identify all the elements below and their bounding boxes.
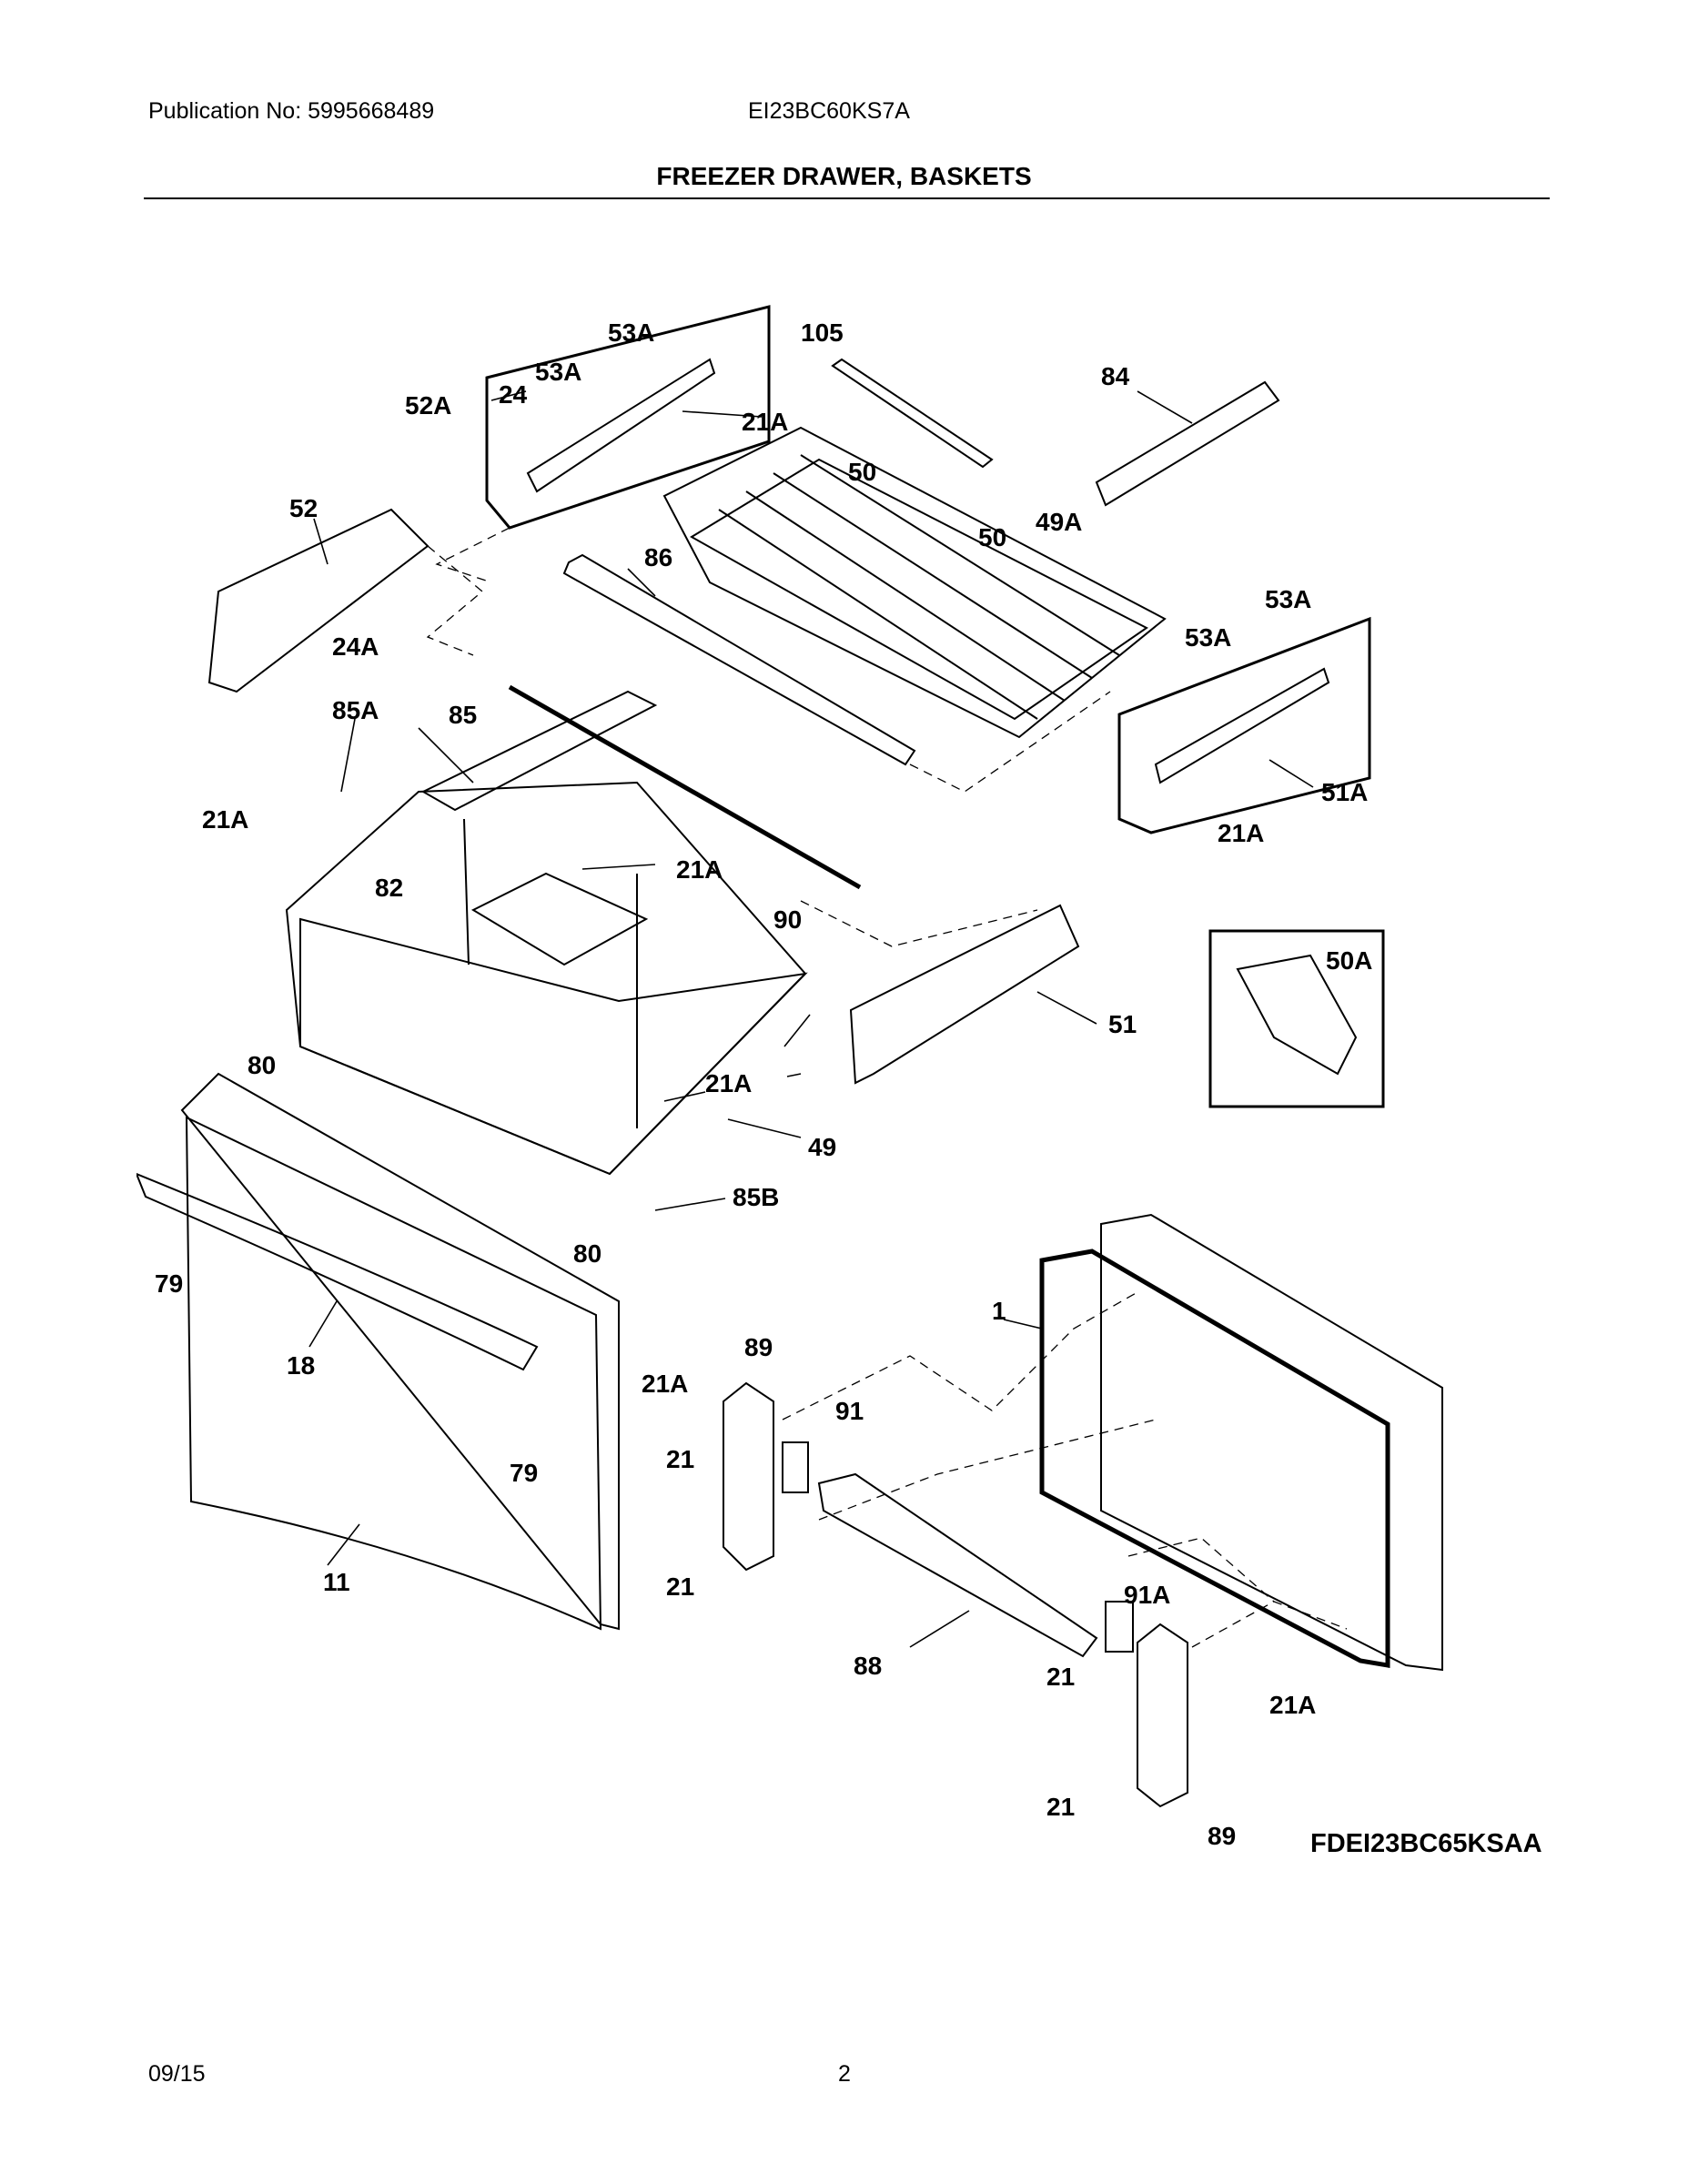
basket-bar-105 — [831, 358, 994, 469]
callout-label: 86 — [644, 543, 672, 571]
callout-label: 80 — [573, 1239, 601, 1268]
model-number: EI23BC60KS7A — [748, 98, 910, 124]
basket-clip-50A — [1236, 954, 1358, 1076]
callout-label: 21 — [1046, 1663, 1075, 1691]
callout-label: 21 — [666, 1445, 694, 1473]
exploded-parts-diagram: 53A 105 84 52A 24 53A 21A 50 52 50 49A 8… — [136, 305, 1443, 1850]
callout-label: 11 — [323, 1568, 350, 1596]
callout-label: 84 — [1101, 362, 1130, 390]
title-divider — [144, 197, 1550, 199]
callout-label: 91A — [1124, 1581, 1170, 1609]
basket-divider-84 — [1095, 380, 1280, 507]
callout-label: 105 — [801, 318, 844, 347]
lower-basket-88 — [817, 1472, 1098, 1658]
callout-label: 50 — [848, 458, 876, 486]
page-number: 2 — [838, 2061, 851, 2087]
callout-label: 91 — [835, 1397, 864, 1425]
callout-label: 80 — [248, 1051, 276, 1079]
slide-rail-inset-box — [485, 305, 771, 530]
callout-label: 89 — [1208, 1822, 1236, 1850]
footer-date: 09/15 — [148, 2061, 206, 2087]
callout-label: 79 — [155, 1269, 183, 1298]
callout-label: 21A — [742, 408, 788, 436]
callout-label: 21 — [666, 1572, 694, 1601]
callout-label: 24A — [332, 632, 379, 661]
basket-trim-86 — [562, 553, 916, 766]
callout-label: 85B — [733, 1183, 779, 1211]
bracket-91A — [1105, 1601, 1134, 1653]
callout-label: 53A — [1265, 585, 1311, 613]
callout-label: 51A — [1321, 778, 1368, 806]
callout-label: 82 — [375, 874, 403, 902]
callout-label: 90 — [773, 905, 802, 934]
assembly-guide-lines — [426, 527, 1348, 1648]
diagram-code: FDEI23BC65KSAA — [1310, 1829, 1542, 1858]
callout-label: 18 — [287, 1351, 315, 1380]
callout-label: 51 — [1108, 1010, 1137, 1038]
publication-number: Publication No: 5995668489 — [148, 98, 435, 124]
rail-bracket-52A — [526, 358, 716, 493]
slide-rail-52 — [207, 508, 430, 693]
callout-label: 21A — [1218, 819, 1264, 847]
callout-label: 53A — [535, 358, 581, 386]
drawer-basket-49 — [285, 781, 808, 1176]
page-title: FREEZER DRAWER, BASKETS — [656, 162, 1032, 190]
callout-label: 21 — [1046, 1793, 1075, 1821]
callout-label: 49A — [1036, 508, 1082, 536]
callout-label: 24 — [499, 380, 528, 409]
callout-label: 52A — [405, 391, 451, 420]
callout-label: 21A — [202, 805, 248, 834]
bracket-89-right — [1137, 1623, 1188, 1808]
slide-rail-51 — [849, 904, 1080, 1085]
slide-rail-51A — [1154, 667, 1330, 784]
door-liner — [1100, 1213, 1443, 1672]
bracket-89-left — [723, 1381, 774, 1572]
callout-label: 49 — [808, 1133, 836, 1161]
callout-leaders — [308, 390, 1314, 1648]
callout-label: 21A — [676, 855, 723, 884]
wire-basket-49A — [662, 426, 1167, 739]
drawer-front-11 — [180, 1072, 620, 1631]
callout-label: 21A — [1269, 1691, 1316, 1719]
bracket-91 — [782, 1441, 809, 1493]
callout-labels: 53A 105 84 52A 24 53A 21A 50 52 50 49A 8… — [155, 318, 1372, 1850]
slide-rail-inset-box-51A — [1117, 616, 1371, 834]
basket-clip-inset-box-50A — [1208, 929, 1385, 1108]
callout-label: 50 — [978, 523, 1006, 551]
callout-label: 53A — [1185, 623, 1231, 652]
callout-label: 89 — [744, 1333, 773, 1361]
callout-label: 53A — [608, 318, 654, 347]
callout-label: 85 — [449, 701, 477, 729]
gasket-1 — [1039, 1249, 1390, 1668]
divider-85 — [420, 690, 658, 812]
callout-label: 52 — [289, 494, 318, 522]
callout-label: 85A — [332, 696, 379, 724]
callout-label: 79 — [510, 1459, 538, 1487]
callout-label: 21A — [705, 1069, 752, 1097]
callout-label: 21A — [642, 1370, 688, 1398]
callout-label: 1 — [992, 1297, 1006, 1325]
callout-label: 88 — [854, 1652, 882, 1680]
handle-18 — [136, 1172, 539, 1371]
callout-label: 50A — [1326, 946, 1372, 975]
